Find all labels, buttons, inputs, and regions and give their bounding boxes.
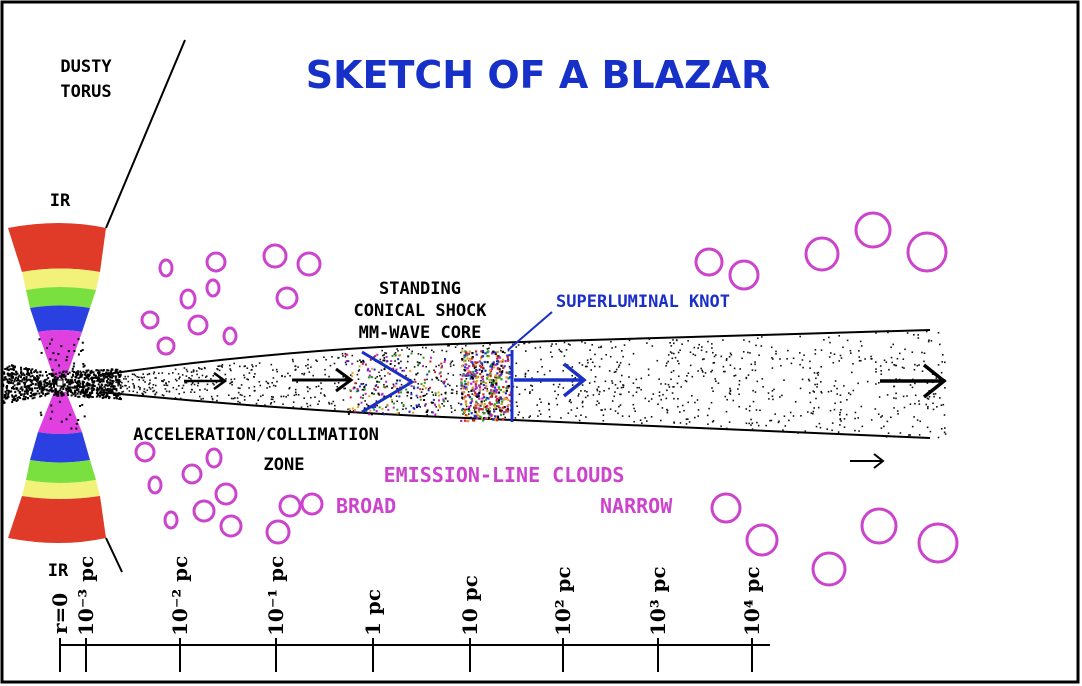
narrow-cloud: [906, 231, 948, 273]
broad-cloud: [205, 278, 221, 298]
torus-opening-line-top: [105, 39, 186, 229]
conical-shock-chevron: [361, 350, 415, 414]
jet-arrow-2: [292, 367, 354, 393]
standing-label-line2: CONICAL SHOCK: [353, 301, 487, 321]
narrow-cloud: [710, 492, 742, 524]
jet-outline-top: [99, 329, 931, 376]
ir-label-top: IR: [50, 191, 71, 211]
superluminal-knot-pointer: [507, 311, 553, 351]
dusty-torus-lower: [8, 392, 106, 543]
broad-cloud: [222, 326, 238, 346]
emission-line-clouds-label: EMISSION-LINE CLOUDS: [384, 463, 625, 487]
scale-tick-label: 10⁻³ pc: [74, 556, 98, 636]
broad-cloud: [205, 447, 223, 469]
broad-cloud: [192, 499, 216, 523]
narrow-cloud: [917, 522, 959, 564]
narrow-label: NARROW: [600, 494, 673, 518]
broad-cloud: [262, 243, 288, 269]
broad-cloud: [300, 492, 324, 516]
narrow-cloud: [745, 523, 779, 557]
outflow-arrow: [850, 453, 885, 469]
broad-cloud: [163, 510, 179, 530]
diagram-title: SKETCH OF A BLAZAR: [306, 53, 771, 97]
broad-cloud: [179, 288, 197, 310]
broad-cloud: [219, 514, 243, 538]
broad-cloud: [205, 251, 227, 273]
jet-arrow-3: [880, 363, 947, 399]
scale-tick-label: 10² pc: [551, 566, 575, 636]
narrow-cloud: [694, 247, 724, 277]
acceleration-label-line2: ZONE: [264, 455, 305, 475]
torus-opening-line-bottom: [105, 537, 123, 573]
broad-cloud: [265, 519, 291, 545]
superluminal-knot-label: SUPERLUMINAL KNOT: [556, 292, 730, 312]
dusty-torus-upper: [8, 223, 106, 378]
narrow-cloud: [860, 507, 898, 545]
narrow-cloud: [854, 211, 892, 249]
narrow-cloud: [804, 236, 840, 272]
superluminal-knot-block: [460, 350, 513, 423]
broad-cloud: [158, 258, 174, 278]
broad-cloud: [134, 441, 156, 463]
standing-label-line1: STANDING: [379, 279, 461, 299]
jet-arrow-1: [184, 371, 228, 391]
knot-arrow: [514, 362, 587, 398]
broad-cloud: [156, 336, 176, 356]
broad-cloud: [214, 482, 238, 506]
broad-cloud: [147, 475, 163, 495]
broad-cloud: [140, 310, 160, 330]
scale-tick-label: 10⁻² pc: [168, 556, 192, 636]
broad-label: BROAD: [336, 494, 396, 518]
scale-tick-label: 10 pc: [458, 575, 482, 636]
central-engine: [56, 379, 64, 387]
emission-clouds: [134, 211, 959, 587]
standing-shock: [345, 352, 447, 416]
jet-outline-bottom: [99, 391, 931, 439]
broad-cloud: [296, 251, 322, 277]
scale-tick-label: 1 pc: [361, 589, 385, 636]
scale-tick-label: 10⁻¹ pc: [264, 556, 288, 636]
scale-tick-label: r=0: [48, 593, 72, 634]
narrow-cloud: [811, 551, 847, 587]
acceleration-label-line1: ACCELERATION/COLLIMATION: [133, 425, 379, 445]
scale-tick-label: 10⁴ pc: [740, 566, 764, 636]
broad-cloud: [181, 463, 203, 485]
narrow-cloud: [728, 259, 760, 291]
ir-label-bottom: IR: [48, 561, 69, 581]
broad-cloud: [275, 286, 299, 310]
scale-tick-label: 10³ pc: [646, 566, 670, 636]
dusty-torus-label-line1: DUSTY: [60, 57, 112, 77]
dusty-torus-label-line2: TORUS: [60, 82, 111, 102]
standing-label-line3: MM-WAVE CORE: [359, 323, 482, 343]
broad-cloud: [187, 314, 209, 336]
broad-cloud: [278, 494, 302, 518]
